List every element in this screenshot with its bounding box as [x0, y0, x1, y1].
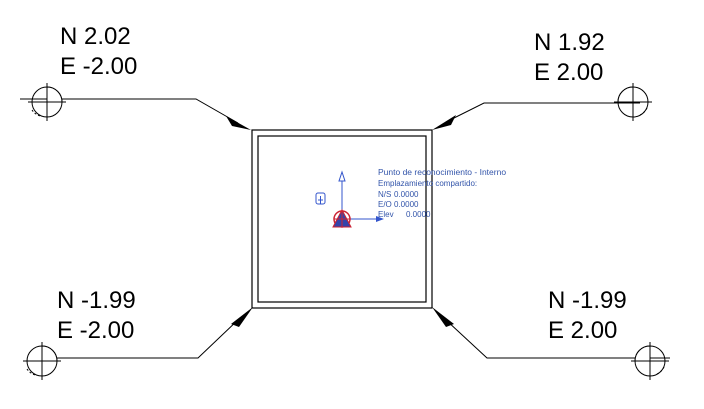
east-coordinate: E 2.00 — [548, 317, 617, 344]
eo-label: E/O — [378, 200, 392, 209]
elevation-target-icon — [631, 342, 669, 380]
leader-arrow-icon — [432, 307, 454, 327]
leader-arrow-icon — [231, 307, 253, 327]
coordinate-marker-bottom-left[interactable]: N -1.99 E -2.00 — [23, 287, 253, 380]
elev-value: 0.0000 — [406, 210, 431, 219]
north-coordinate: N 1.92 — [534, 29, 605, 56]
x-axis-arrow-icon[interactable] — [350, 216, 384, 222]
ns-label: N/S — [378, 190, 391, 199]
elevation-target-icon — [23, 342, 61, 380]
clip-pin-icon[interactable] — [315, 192, 326, 205]
east-coordinate: E -2.00 — [57, 317, 134, 344]
survey-point-subtitle: Emplazamiento compartido: — [378, 179, 477, 188]
elevation-arrow-icon[interactable] — [338, 170, 346, 210]
leader-arrow-icon — [226, 116, 251, 130]
coordinate-marker-top-left[interactable]: N 2.02 E -2.00 — [20, 23, 251, 130]
ns-value: 0.0000 — [394, 190, 419, 199]
elev-label: Elev — [378, 210, 394, 219]
room-outline[interactable] — [251, 129, 433, 309]
coordinate-marker-top-right[interactable]: N 1.92 E 2.00 — [432, 29, 652, 130]
east-coordinate: E -2.00 — [60, 53, 137, 80]
elevation-target-icon — [614, 83, 652, 121]
survey-point-title: Punto de reconocimiento - Interno — [378, 167, 506, 177]
coordinate-marker-bottom-right[interactable]: N -1.99 E 2.00 — [432, 287, 670, 380]
leader-arrow-icon — [432, 115, 456, 130]
east-coordinate: E 2.00 — [534, 59, 603, 86]
north-coordinate: N -1.99 — [548, 287, 627, 314]
survey-point-icon[interactable] — [332, 208, 352, 228]
survey-point[interactable]: Punto de reconocimiento - Interno Emplaz… — [315, 167, 506, 228]
north-coordinate: N 2.02 — [60, 23, 131, 50]
elevation-target-icon — [28, 83, 66, 121]
eo-value: 0.0000 — [394, 200, 419, 209]
north-coordinate: N -1.99 — [57, 287, 136, 314]
